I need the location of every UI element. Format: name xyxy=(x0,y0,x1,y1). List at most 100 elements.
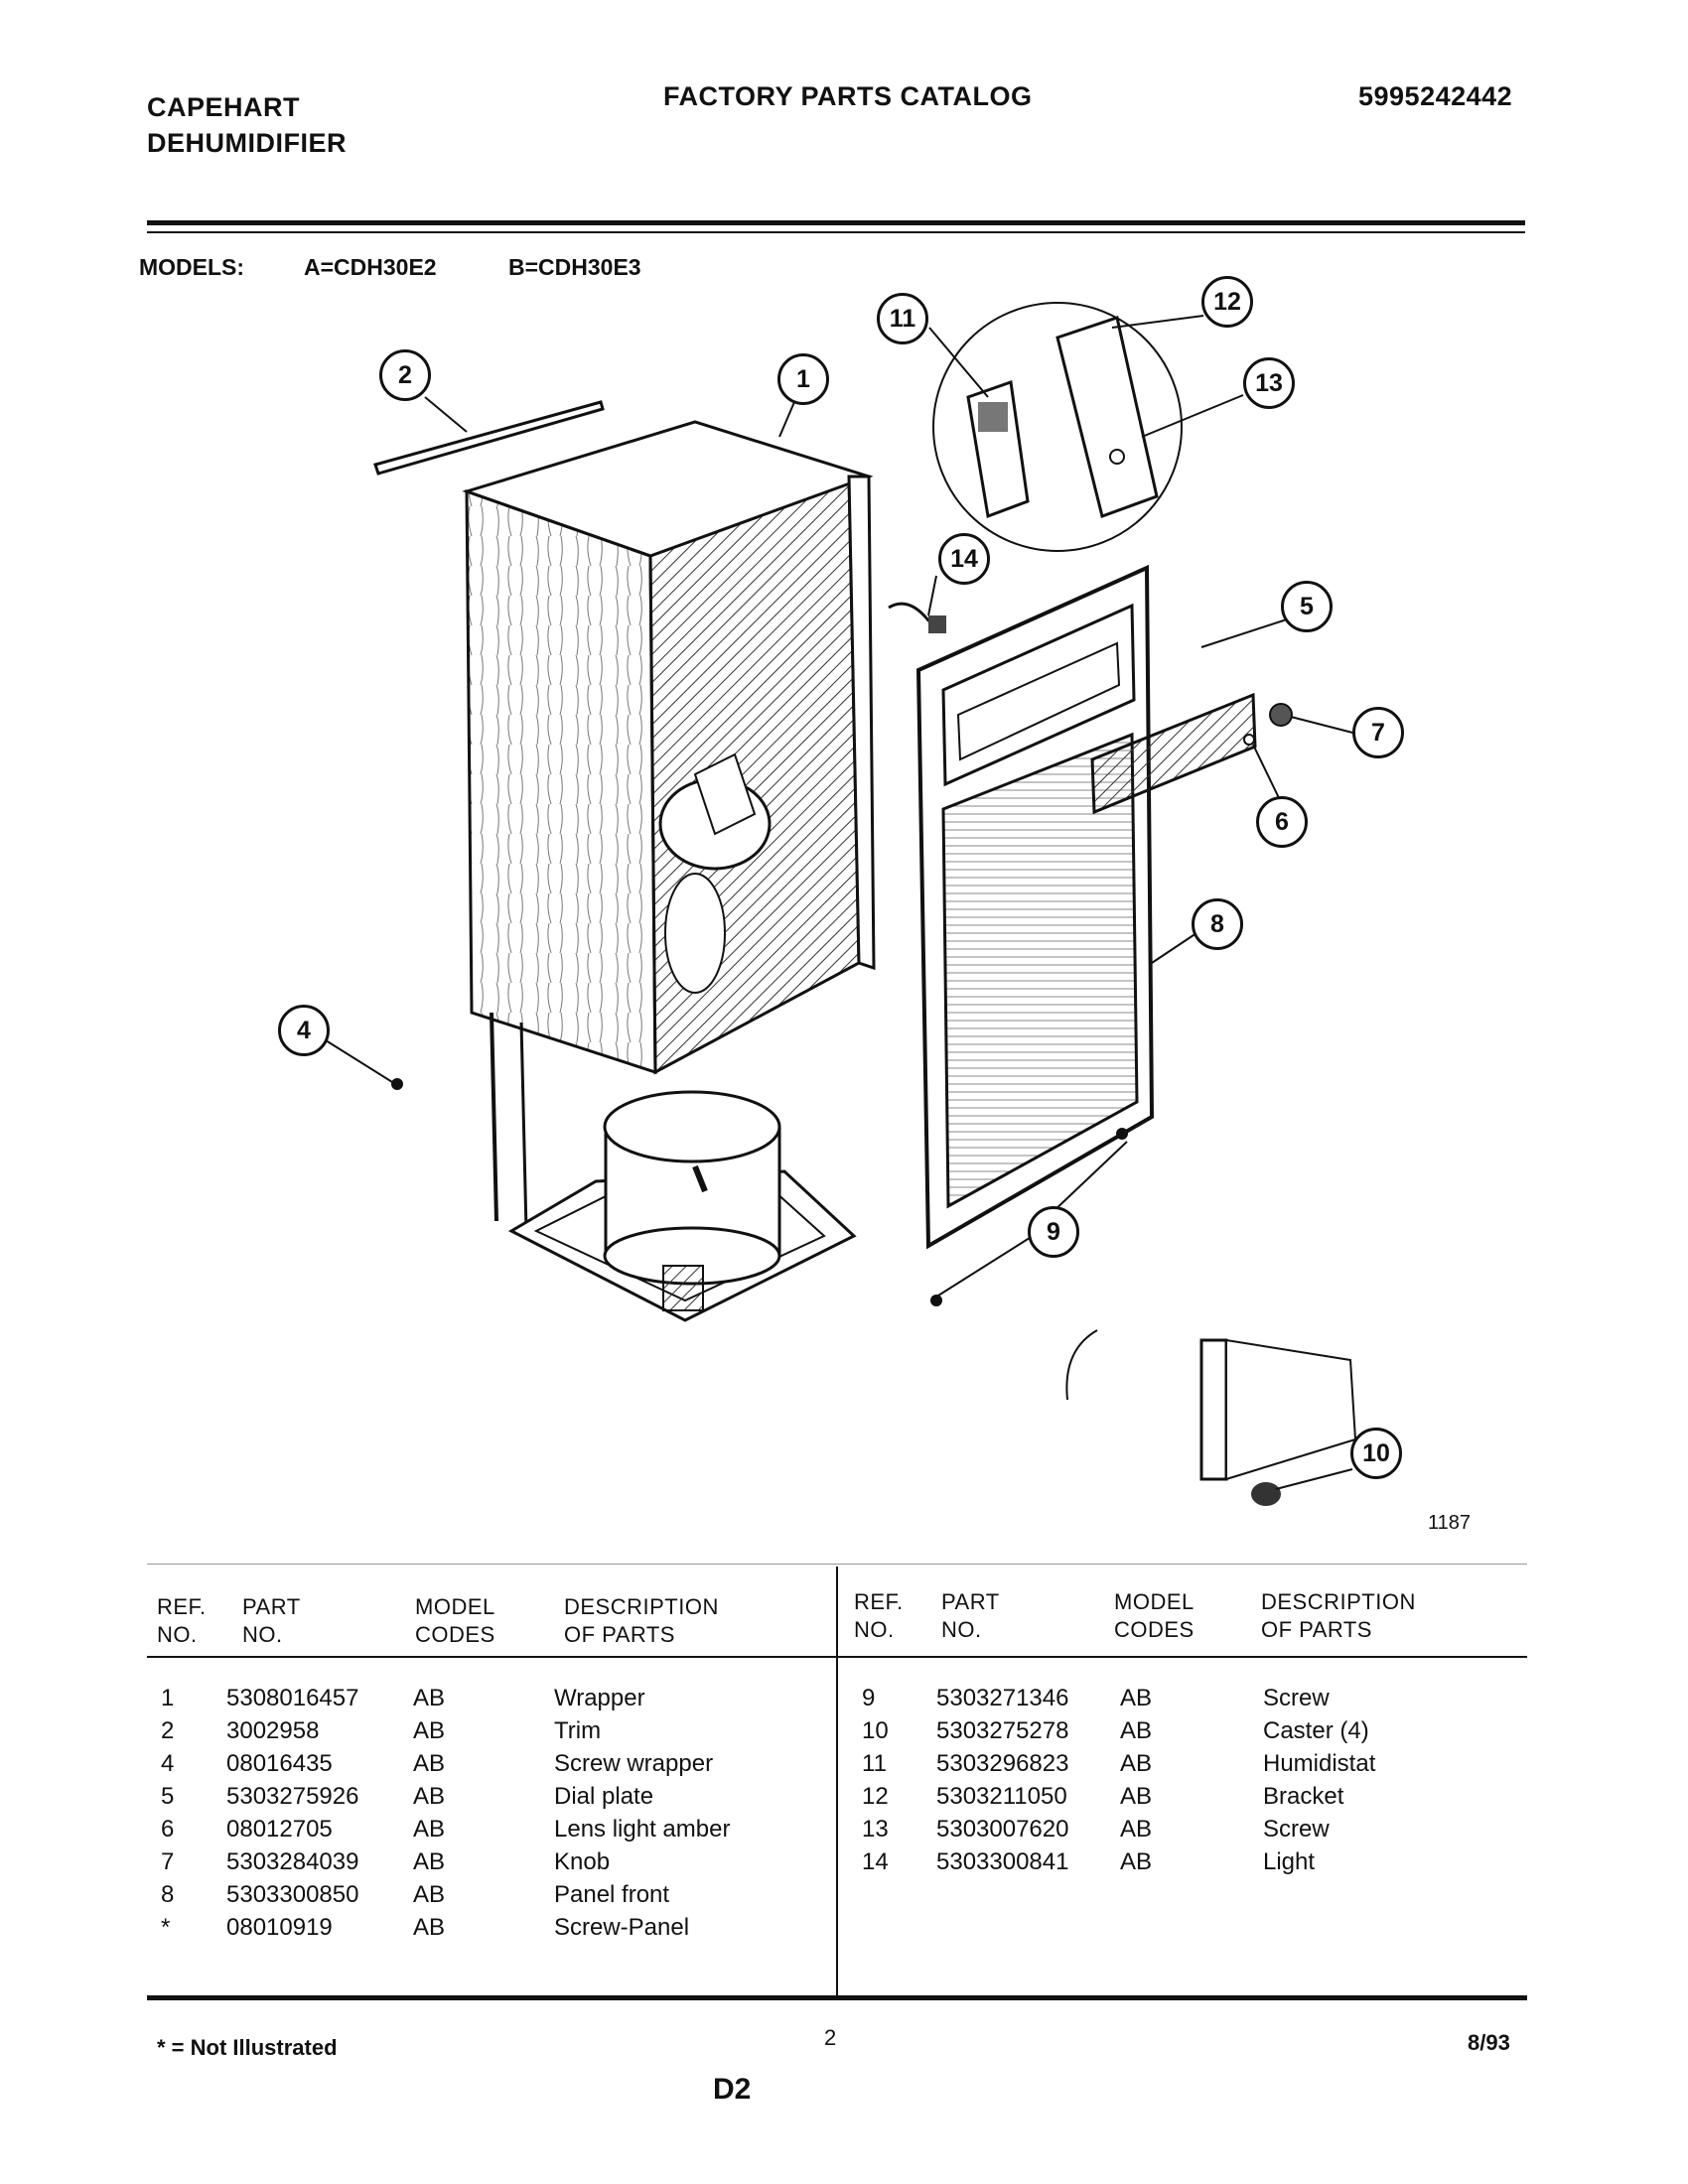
table-cell: Lens light amber xyxy=(554,1816,731,1843)
table-cell: Bracket xyxy=(1263,1783,1344,1810)
model-a: A=CDH30E2 xyxy=(304,254,437,280)
table-cell: AB xyxy=(1120,1685,1153,1711)
table-cell: 5303271346 xyxy=(936,1685,1069,1711)
table-cell: AB xyxy=(413,1816,446,1843)
table-cell: 9 xyxy=(862,1685,876,1711)
callout-11: 11 xyxy=(877,293,928,344)
table-cell: * xyxy=(161,1914,171,1941)
catalog-title: FACTORY PARTS CATALOG xyxy=(663,81,1033,111)
table-cell: AB xyxy=(1120,1848,1153,1875)
humidistat-inset xyxy=(932,302,1183,552)
exploded-parts-diagram xyxy=(325,302,1361,1506)
table-cell: 10 xyxy=(862,1717,889,1744)
table-cell: Humidistat xyxy=(1263,1750,1376,1777)
col-ref-right: REF.NO. xyxy=(854,1589,904,1642)
table-cell: Screw-Panel xyxy=(554,1914,690,1941)
footnote-not-illustrated: * = Not Illustrated xyxy=(157,2035,338,2060)
table-cell: AB xyxy=(413,1717,446,1744)
table-cell: Light xyxy=(1263,1848,1316,1875)
table-cell: Screw xyxy=(1263,1816,1330,1843)
left-codes-column: AB AB AB AB AB AB AB AB xyxy=(413,1682,445,1944)
header-rule-thin xyxy=(147,231,1525,233)
trim-part xyxy=(373,400,605,476)
table-cell: Wrapper xyxy=(554,1685,645,1711)
lens-part xyxy=(1243,734,1255,746)
header-rule-thick xyxy=(147,220,1525,225)
table-cell: 5303284039 xyxy=(226,1848,359,1875)
section-code: D2 xyxy=(713,2073,752,2106)
callout-2: 2 xyxy=(379,349,431,401)
right-codes-column: AB AB AB AB AB AB xyxy=(1120,1682,1152,1878)
callout-12: 12 xyxy=(1201,276,1253,328)
callout-8: 8 xyxy=(1192,898,1243,950)
callout-10: 10 xyxy=(1350,1428,1402,1479)
table-cell: AB xyxy=(1120,1816,1153,1843)
table-cell: 08016435 xyxy=(226,1750,333,1777)
table-cell: 7 xyxy=(161,1848,175,1875)
table-cell: 5303275926 xyxy=(226,1783,359,1810)
col-ref-left: REF.NO. xyxy=(157,1594,207,1647)
table-cell: Knob xyxy=(554,1848,611,1875)
brand-name: CAPEHART xyxy=(147,92,301,122)
table-cell: AB xyxy=(413,1914,446,1941)
table-top-rule xyxy=(147,1564,1527,1565)
table-cell: AB xyxy=(1120,1783,1153,1810)
left-ref-column: 1 2 4 5 6 7 8 * xyxy=(161,1682,174,1944)
models-label: MODELS: xyxy=(139,254,245,280)
table-cell: Screw wrapper xyxy=(554,1750,714,1777)
table-cell: 12 xyxy=(862,1783,889,1810)
screw-wrapper-part xyxy=(391,1078,403,1090)
knob-part xyxy=(1269,703,1293,727)
caster-inset xyxy=(1065,1329,1357,1506)
table-cell: 5303007620 xyxy=(936,1816,1069,1843)
table-cell: 8 xyxy=(161,1881,175,1908)
table-cell: 11 xyxy=(862,1750,887,1777)
model-b: B=CDH30E3 xyxy=(508,254,641,280)
table-cell: AB xyxy=(413,1783,446,1810)
right-part-column: 5303271346 5303275278 5303296823 5303211… xyxy=(936,1682,1068,1878)
left-part-column: 5308016457 3002958 08016435 5303275926 0… xyxy=(226,1682,358,1944)
callout-14: 14 xyxy=(938,533,990,585)
product-name: DEHUMIDIFIER xyxy=(147,128,347,158)
callout-13: 13 xyxy=(1243,357,1295,409)
leader-lines xyxy=(325,315,1361,1490)
table-cell: 5303300841 xyxy=(936,1848,1069,1875)
table-cell: 14 xyxy=(862,1848,889,1875)
table-cell: Panel front xyxy=(554,1881,670,1908)
callout-1: 1 xyxy=(777,353,829,405)
left-desc-column: Wrapper Trim Screw wrapper Dial plate Le… xyxy=(554,1682,730,1944)
front-panel-part xyxy=(915,564,1155,1250)
table-cell: 1 xyxy=(161,1685,175,1711)
table-cell: AB xyxy=(413,1685,446,1711)
table-cell: Screw xyxy=(1263,1685,1330,1711)
right-desc-column: Screw Caster (4) Humidistat Bracket Scre… xyxy=(1263,1682,1375,1878)
table-cell: AB xyxy=(413,1881,446,1908)
callout-7: 7 xyxy=(1352,707,1404,758)
callout-4: 4 xyxy=(278,1005,330,1056)
revision-date: 8/93 xyxy=(1468,2030,1510,2055)
table-cell: 13 xyxy=(862,1816,889,1843)
table-cell: 5303275278 xyxy=(936,1717,1069,1744)
table-cell: AB xyxy=(1120,1750,1153,1777)
table-divider xyxy=(836,1567,838,1995)
page-number: 2 xyxy=(824,2025,837,2050)
table-cell: Trim xyxy=(554,1717,602,1744)
table-cell: 2 xyxy=(161,1717,175,1744)
callout-9: 9 xyxy=(1028,1206,1079,1258)
table-cell: 5303296823 xyxy=(936,1750,1069,1777)
table-bottom-rule xyxy=(147,1995,1527,2000)
fan-assembly xyxy=(658,752,772,994)
right-ref-column: 9 10 11 12 13 14 xyxy=(862,1682,889,1878)
compressor-part xyxy=(603,1090,781,1311)
table-cell: AB xyxy=(413,1750,446,1777)
screw-caster-part xyxy=(1116,1128,1128,1140)
table-cell: 5303300850 xyxy=(226,1881,359,1908)
figure-number: 1187 xyxy=(1428,1512,1472,1534)
callout-5: 5 xyxy=(1281,581,1333,632)
table-cell: 4 xyxy=(161,1750,175,1777)
